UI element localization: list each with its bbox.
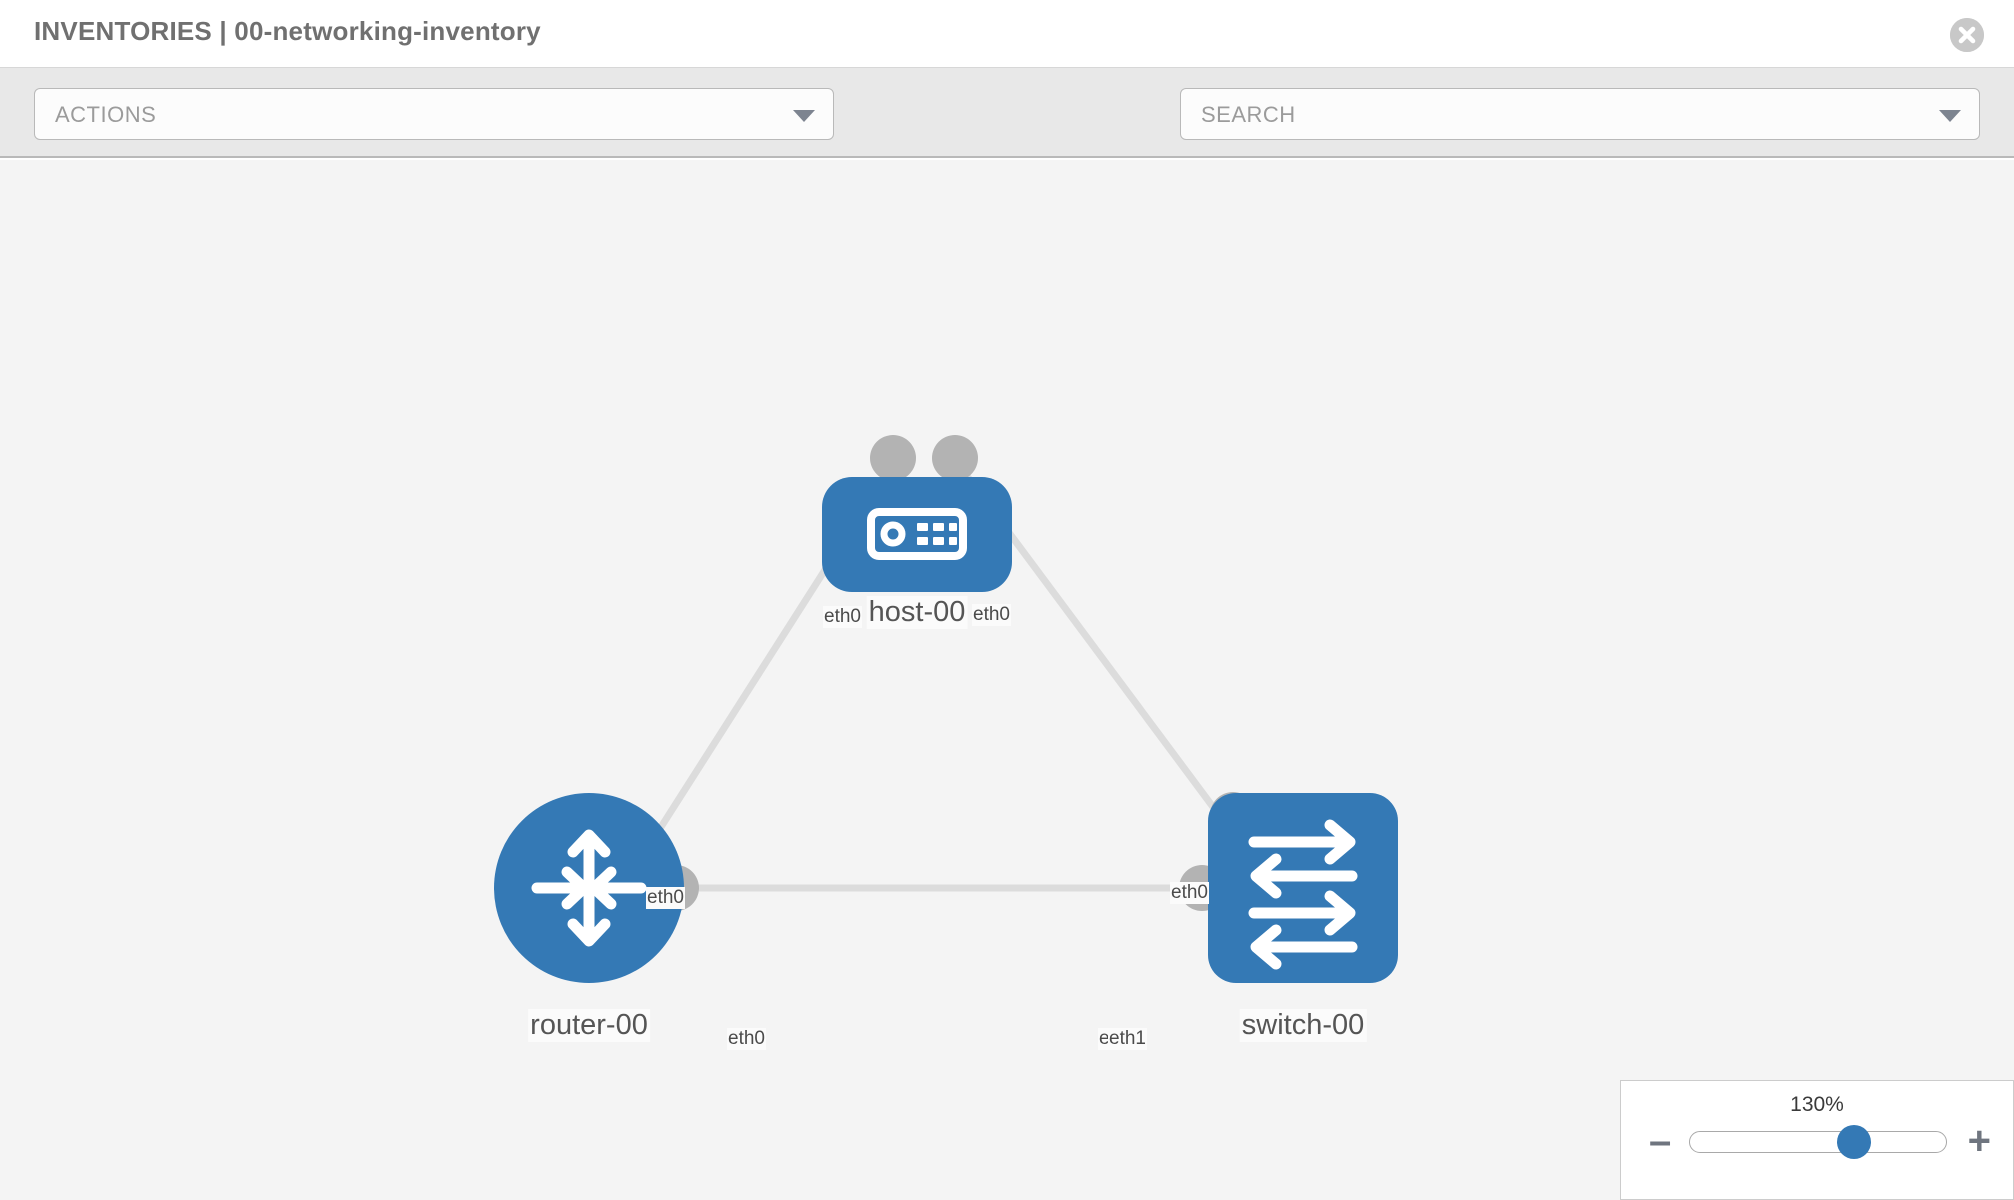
iface-label: eth0 (972, 604, 1011, 626)
iface-label: eth1 (1108, 1028, 1147, 1050)
zoom-level-value: 130% (1790, 1093, 1844, 1116)
node-label-host-00: host-00 (866, 596, 968, 629)
page-title: INVENTORIES | 00-networking-inventory (34, 16, 541, 46)
node-label-switch-00: switch-00 (1239, 1009, 1367, 1042)
node-label-router-00: router-00 (528, 1009, 650, 1042)
page-header: INVENTORIES | 00-networking-inventory (0, 0, 2014, 68)
topology-graph (494, 435, 1398, 983)
search-input[interactable]: SEARCH (1180, 88, 1980, 140)
zoom-slider[interactable] (1689, 1125, 1947, 1159)
zoom-in-button[interactable]: + (1967, 1119, 1991, 1163)
actions-dropdown-label: ACTIONS (55, 102, 157, 127)
node-host-00 (822, 477, 1012, 592)
node-switch-00 (1208, 793, 1398, 983)
zoom-slider-thumb[interactable] (1837, 1125, 1871, 1159)
server-icon (867, 508, 967, 560)
close-icon[interactable] (1950, 18, 1984, 52)
actions-dropdown[interactable]: ACTIONS (34, 88, 834, 140)
chevron-down-icon (1939, 110, 1961, 122)
iface-label: eth0 (646, 887, 685, 909)
router-icon (531, 829, 647, 947)
chevron-down-icon (793, 110, 815, 122)
node-router-00 (494, 793, 684, 983)
iface-label: eth0 (1170, 882, 1209, 904)
iface-label: eth0 (823, 606, 862, 628)
zoom-control-panel: 130% – + (1620, 1080, 2014, 1200)
zoom-out-button[interactable]: – (1649, 1119, 1672, 1163)
toolbar: ACTIONS SEARCH (0, 68, 2014, 196)
iface-label: eth0 (727, 1028, 766, 1050)
search-placeholder: SEARCH (1201, 102, 1296, 127)
connector-host-left (870, 435, 916, 481)
connector-host-right (932, 435, 978, 481)
topology-canvas[interactable]: eth0 eth0 eth0 eth0 eth0 eth0 eth1 host-… (0, 160, 2014, 1200)
switch-icon (1248, 819, 1358, 970)
